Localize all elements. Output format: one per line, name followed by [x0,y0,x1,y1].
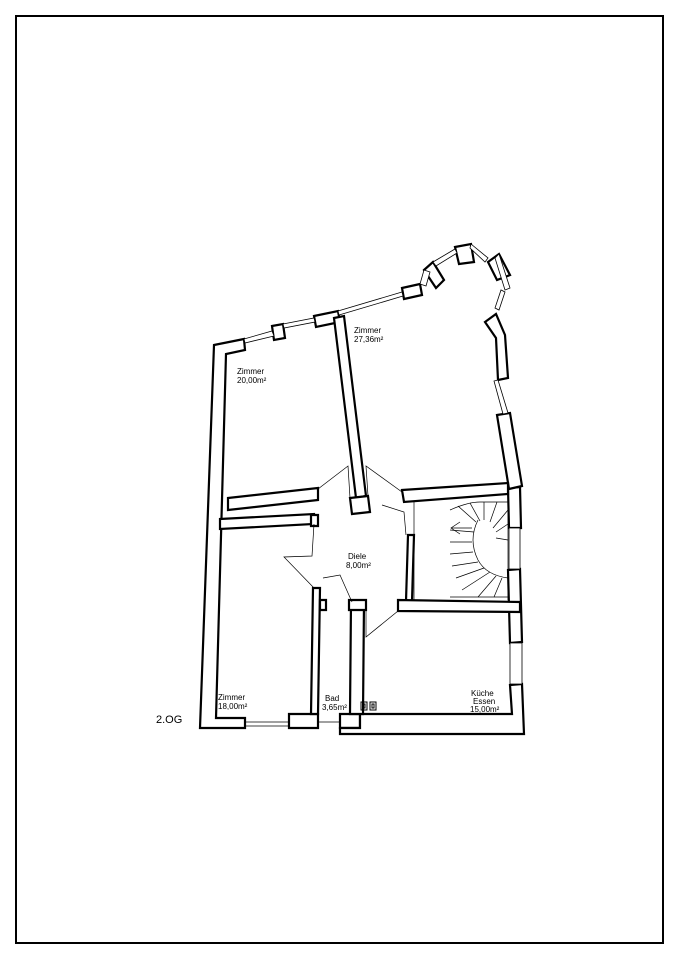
room-labels: Zimmer 20,00m² Zimmer 27,36m² Diele 8,00… [218,326,500,714]
room-label-diele-area: 8,00m² [346,561,371,570]
interior-walls [218,314,522,716]
room-label-kueche-area: 15,00m² [470,705,500,714]
windows [243,243,523,727]
staircase [413,494,509,600]
room-label-zimmer-sw-name: Zimmer [218,693,245,702]
room-label-kueche-name: Küche [471,689,494,698]
room-label-zimmer-sw-area: 18,00m² [218,702,248,711]
room-label-bad-name: Bad [325,694,339,703]
room-label-diele-name: Diele [348,552,367,561]
page-border [15,15,664,944]
doors [283,465,407,638]
room-label-zimmer-nw-name: Zimmer [237,367,264,376]
room-label-zimmer-nw-area: 20,00m² [237,376,267,385]
room-label-kueche-name2: Essen [473,697,495,706]
room-label-zimmer-ne-area: 27,36m² [354,335,384,344]
floor-label: 2.OG [156,714,182,726]
room-label-bad-area: 3,65m² [322,703,347,712]
room-label-zimmer-ne-name: Zimmer [354,326,381,335]
